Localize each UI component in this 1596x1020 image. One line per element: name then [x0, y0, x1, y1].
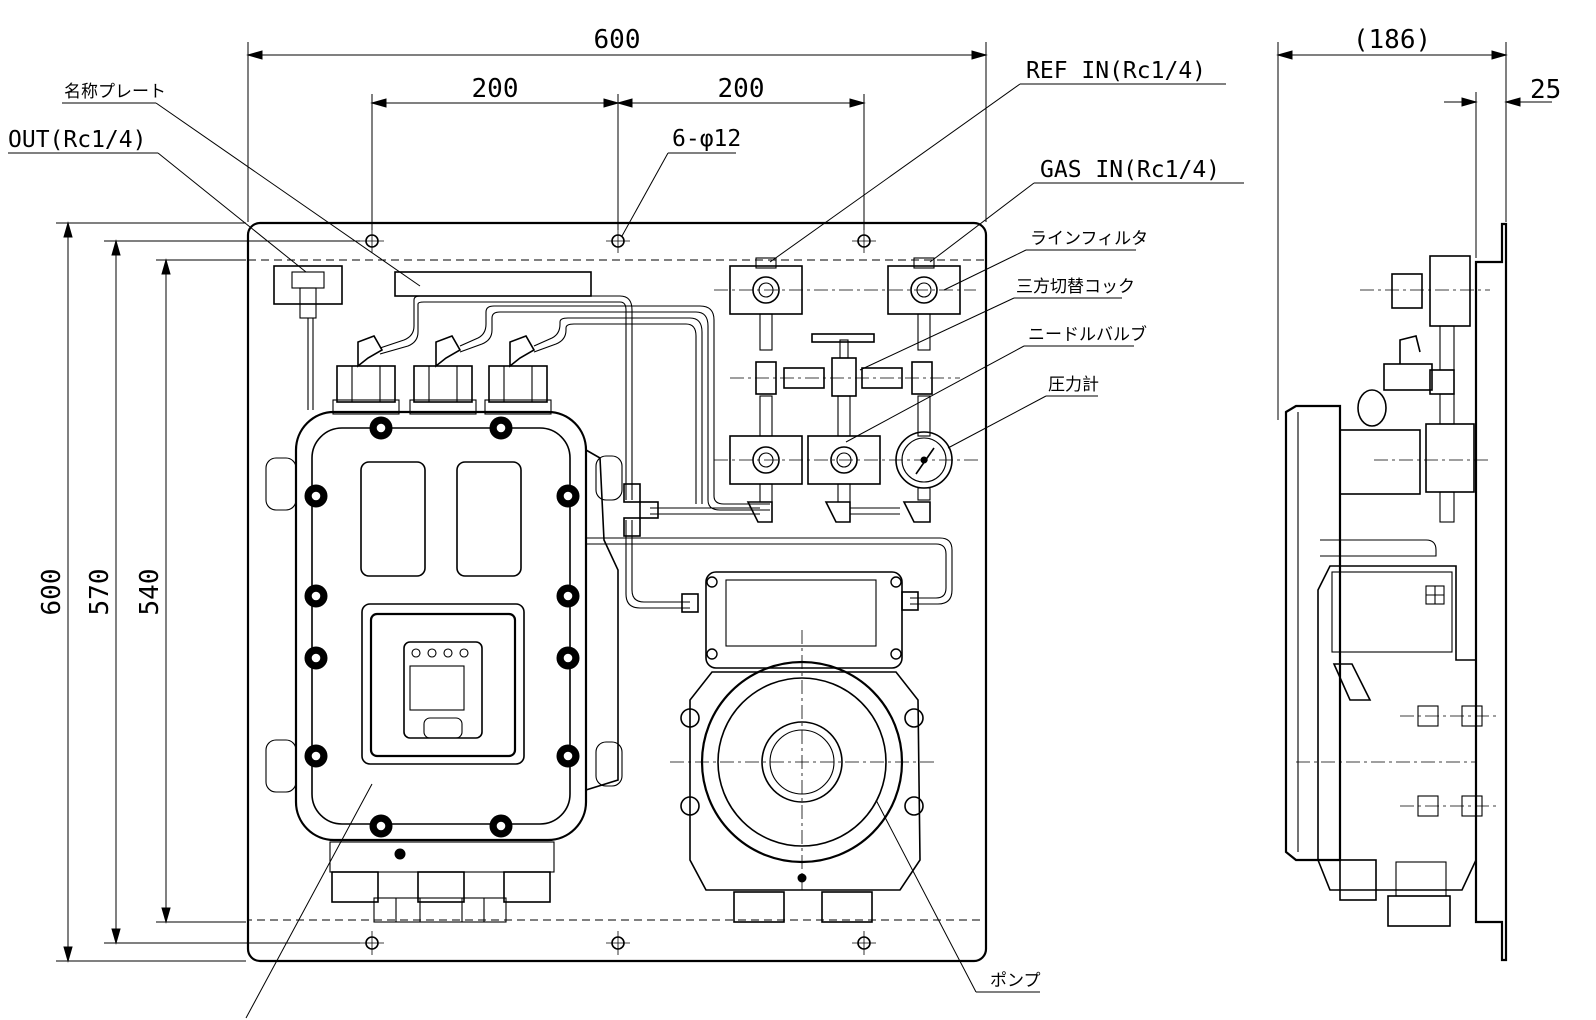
- valve-assemblies: [714, 257, 980, 523]
- label-ref-in: REF IN(Rc1/4): [1026, 58, 1206, 84]
- label-needle-valve: ニードルバルブ: [1028, 324, 1147, 345]
- dim-height-inner: 540: [135, 569, 165, 616]
- dim-holes: 6-φ12: [672, 126, 741, 152]
- out-fitting: [273, 265, 343, 410]
- front-panel: [246, 221, 988, 963]
- label-pressure-gauge: 圧力計: [1048, 375, 1099, 395]
- label-name-plate: 名称プレート: [64, 82, 166, 102]
- label-line-filter: ラインフィルタ: [1030, 229, 1148, 249]
- dim-pitch-left: 200: [472, 74, 519, 104]
- label-pump: ポンプ: [990, 971, 1041, 991]
- side-view: [1276, 42, 1552, 962]
- analyzer-enclosure: [265, 335, 623, 923]
- dim-height-mid: 570: [85, 569, 115, 616]
- label-gas-in: GAS IN(Rc1/4): [1040, 157, 1220, 183]
- enclosure-bolts: [304, 416, 580, 838]
- bottom-glands: [329, 841, 555, 923]
- dim-height-total: 600: [37, 569, 67, 616]
- mounting-holes: [360, 229, 876, 955]
- top-glands: [332, 335, 552, 415]
- label-out-port: OUT(Rc1/4): [8, 127, 146, 153]
- dim-pitch-right: 200: [718, 74, 765, 104]
- pump: [670, 571, 934, 923]
- dim-side-flange: 25: [1530, 75, 1561, 105]
- tubing: [379, 295, 953, 613]
- label-three-way-cock: 三方切替コック: [1016, 277, 1135, 297]
- name-plate-rect: [394, 271, 592, 297]
- dim-overall-width: 600: [594, 25, 641, 55]
- dimensions-front: [56, 42, 988, 963]
- dim-side-depth: (186): [1353, 25, 1431, 55]
- leader-lines: [8, 83, 1244, 1019]
